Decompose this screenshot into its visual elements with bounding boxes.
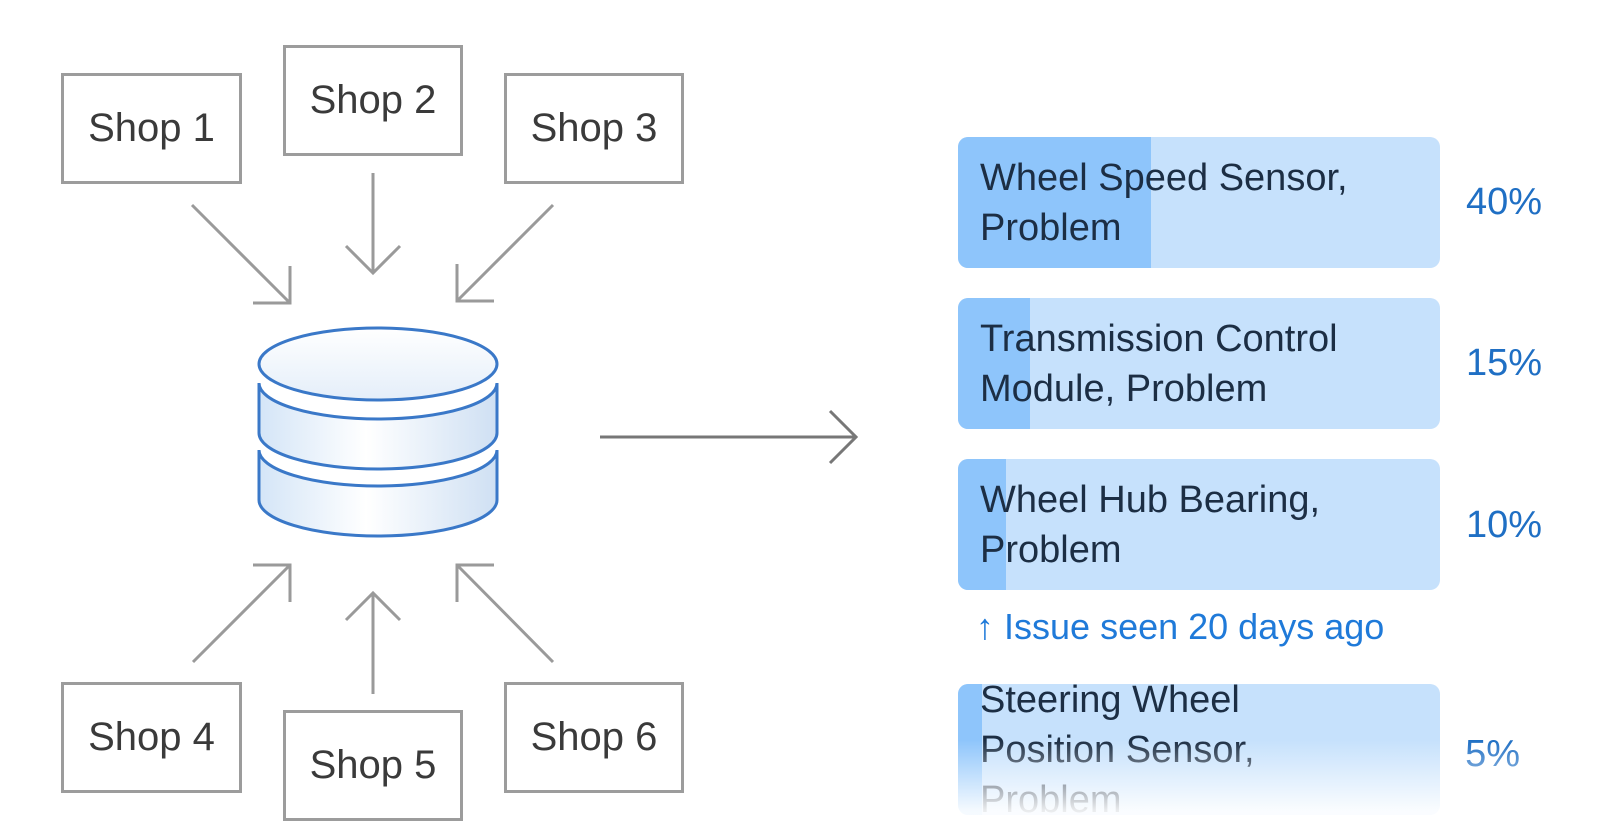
database-icon: [257, 326, 499, 538]
issue-bar-2-label: Transmission Control Module, Problem: [980, 317, 1338, 410]
issue-bar-1-label: Wheel Speed Sensor, Problem: [980, 156, 1348, 249]
arrow-shop6-to-db: [455, 563, 555, 664]
arrow-shop3-to-db: [455, 203, 555, 303]
arrow-shop4-to-db: [191, 563, 292, 664]
issue-4-percent: 5%: [1465, 733, 1520, 775]
arrow-shop2-to-db: [344, 173, 402, 276]
issue-2-percent: 15%: [1465, 342, 1542, 384]
issue-bar-3-fill: [958, 459, 1007, 590]
issue-bar-4-fill: [958, 684, 983, 815]
shop-1-label: Shop 1: [88, 106, 215, 150]
arrow-up-icon: ↑: [976, 606, 994, 647]
shop-6-label: Shop 6: [530, 715, 658, 759]
shop-4-box: Shop 4: [61, 682, 242, 793]
issue-1-percent: 40%: [1465, 181, 1542, 223]
shop-3-box: Shop 3: [504, 73, 684, 184]
arrow-shop1-to-db: [190, 203, 292, 305]
issue-3-percent: 10%: [1465, 504, 1542, 546]
issue-bar-1-fill: [958, 137, 1151, 268]
issue-bar-3-label: Wheel Hub Bearing, Problem: [980, 478, 1321, 571]
issue-bar-3: Wheel Hub Bearing, Problem: [958, 459, 1440, 590]
shop-1-box: Shop 1: [61, 73, 242, 184]
issue-bar-2-fill: [958, 298, 1031, 429]
issue-note: ↑ Issue seen 20 days ago: [976, 606, 1384, 648]
shop-2-box: Shop 2: [283, 45, 463, 156]
issue-bar-4-label: Steering Wheel Position Sensor, Problem: [980, 684, 1255, 815]
shop-2-label: Shop 2: [309, 78, 437, 122]
shop-5-label: Shop 5: [309, 743, 437, 787]
shop-6-box: Shop 6: [504, 682, 684, 793]
shop-3-label: Shop 3: [530, 106, 658, 150]
arrow-shop5-to-db: [344, 590, 402, 694]
issue-note-text: Issue seen 20 days ago: [1004, 606, 1385, 647]
shop-4-label: Shop 4: [88, 715, 215, 759]
issue-bar-1: Wheel Speed Sensor, Problem: [958, 137, 1440, 268]
arrow-db-to-results: [600, 409, 859, 465]
shop-5-box: Shop 5: [283, 710, 463, 821]
issue-bar-2: Transmission Control Module, Problem: [958, 298, 1440, 429]
issue-bar-4: Steering Wheel Position Sensor, Problem: [958, 684, 1440, 815]
